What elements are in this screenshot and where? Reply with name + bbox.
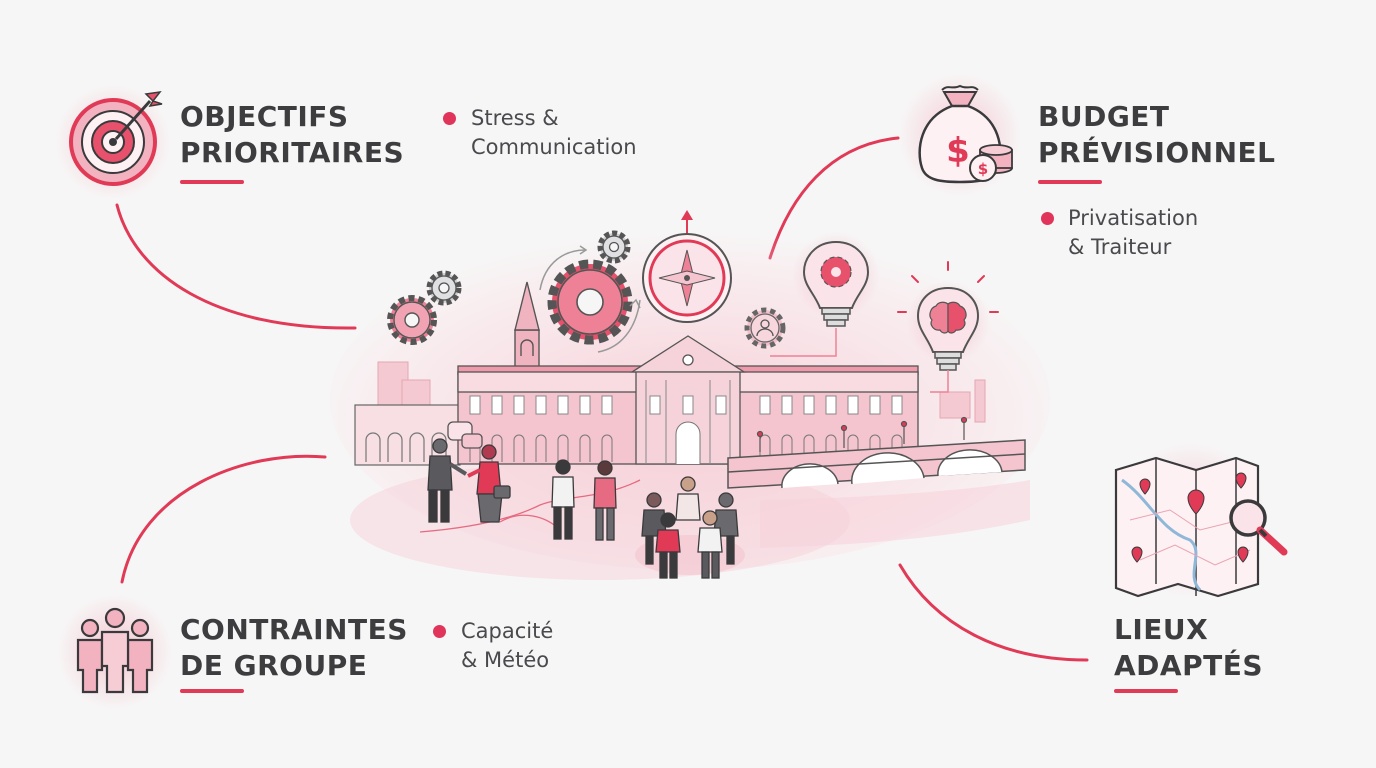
title-line-2: PRIORITAIRES bbox=[180, 136, 405, 169]
bullet-line-2: & Traiteur bbox=[1068, 235, 1172, 259]
underline-objectifs bbox=[180, 180, 244, 184]
speech-bubble-icon bbox=[447, 421, 483, 449]
title-lieux: LIEUX ADAPTÉS bbox=[1114, 612, 1263, 684]
bulb-connector bbox=[770, 328, 837, 357]
circle-group-people bbox=[635, 476, 745, 579]
svg-text:$: $ bbox=[978, 160, 988, 178]
gear-icon bbox=[547, 259, 633, 345]
pont-neuf-bridge bbox=[727, 439, 1026, 489]
bullet-line-1: Capacité bbox=[461, 619, 554, 643]
bullet-contraintes: Capacité & Météo bbox=[461, 617, 553, 675]
bullet-line-2: Communication bbox=[471, 135, 637, 159]
chatting-people bbox=[551, 459, 617, 541]
title-contraintes: CONTRAINTES DE GROUPE bbox=[180, 612, 408, 684]
bullet-dot bbox=[433, 625, 446, 638]
title-budget: BUDGET PRÉVISIONNEL bbox=[1038, 99, 1276, 171]
svg-text:$: $ bbox=[946, 131, 970, 171]
title-line-1: BUDGET bbox=[1038, 100, 1170, 133]
underline-contraintes bbox=[180, 689, 244, 693]
person-icon bbox=[756, 319, 774, 337]
underline-lieux bbox=[1114, 689, 1178, 693]
bulb-connector bbox=[930, 370, 949, 393]
title-objectifs: OBJECTIFS PRIORITAIRES bbox=[180, 99, 404, 171]
target-icon bbox=[55, 84, 171, 200]
underline-budget bbox=[1038, 180, 1102, 184]
central-illustration bbox=[330, 210, 1050, 580]
gear-icon bbox=[387, 295, 437, 345]
bullet-budget: Privatisation & Traiteur bbox=[1068, 204, 1198, 262]
capitole-building bbox=[457, 335, 919, 465]
group-icon bbox=[57, 594, 173, 710]
bullet-dot bbox=[443, 112, 456, 125]
lightbulb-gear-icon bbox=[792, 231, 880, 327]
connector-objectifs bbox=[115, 203, 357, 330]
bullet-line-1: Stress & bbox=[471, 106, 559, 130]
bullet-line-1: Privatisation bbox=[1068, 206, 1199, 230]
bullet-line-2: & Météo bbox=[461, 648, 550, 672]
river bbox=[760, 480, 1030, 548]
title-line-1: CONTRAINTES bbox=[180, 613, 408, 646]
bullet-dot bbox=[1041, 212, 1054, 225]
title-line-2: PRÉVISIONNEL bbox=[1038, 136, 1276, 169]
bullet-objectifs: Stress & Communication bbox=[471, 104, 637, 162]
connector-lieux bbox=[898, 563, 1089, 662]
title-line-1: LIEUX bbox=[1114, 613, 1209, 646]
title-line-2: ADAPTÉS bbox=[1114, 649, 1263, 682]
compass-icon bbox=[642, 210, 732, 323]
lightbulb-brain-icon bbox=[897, 261, 999, 371]
title-line-1: OBJECTIFS bbox=[180, 100, 349, 133]
map-icon bbox=[1112, 442, 1288, 598]
gear-icon bbox=[426, 270, 462, 306]
title-line-2: DE GROUPE bbox=[180, 649, 368, 682]
handshake-people bbox=[427, 438, 511, 523]
money-bag-icon: $ $ bbox=[898, 73, 1022, 197]
gear-icon bbox=[597, 230, 631, 264]
left-wing bbox=[354, 404, 461, 466]
rotation-arrows bbox=[539, 245, 641, 353]
lamp-posts bbox=[756, 416, 968, 452]
connector-contraintes bbox=[120, 454, 327, 584]
